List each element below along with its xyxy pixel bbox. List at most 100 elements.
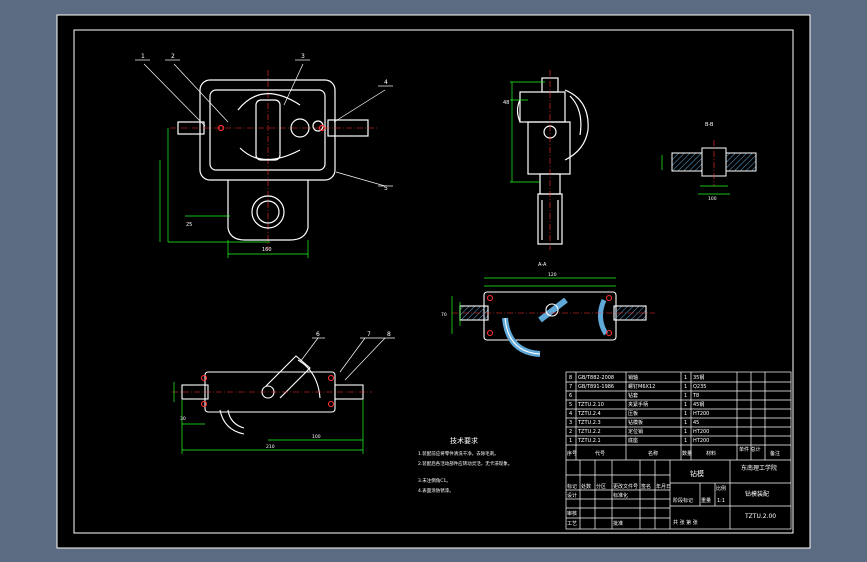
balloon-5: 5 [384,185,388,192]
bom-row-3-mat: 45 [693,420,699,426]
aa-lever [538,297,568,323]
label-check: 审核 [567,510,577,517]
bom-row-5-name: 夹紧手柄 [628,401,648,408]
bom-row-1-name: 底座 [628,437,638,444]
bom-row-8-code: GB/T882-2008 [578,375,614,381]
bom-row-7-qty: 1 [684,384,687,390]
title-block-labels: 标记 处数 分区 更改文件号 签名 年月日 设计 标准化 审核 工艺 批准 阶段… [567,483,726,527]
bom-header-weight: 单件 总计 [739,446,761,453]
bom-row-2-mat: HT200 [693,429,709,435]
bom-header-material: 材料 [706,450,716,457]
balloon-8: 8 [387,331,391,338]
label-zone: 分区 [596,483,606,490]
balloon-6: 6 [316,331,320,338]
section-bb [671,140,757,186]
bom-row-5-code: TZTU.2.10 [577,402,604,408]
company-name: 东南理工学院 [741,464,777,472]
front-body-inner [209,89,326,171]
front-lower-hole [251,195,285,229]
bom-row-8-qty: 1 [684,375,687,381]
bom-header-seq: 序号 [567,450,577,457]
label-std: 标准化 [613,492,628,499]
bom-row-6-no: 6 [569,393,572,399]
bom-row-6-name: 钻套 [628,392,638,399]
product-name: 钻模 [690,469,704,478]
bb-right-hatch [725,152,757,172]
bom-row-5-no: 5 [569,402,572,408]
front-lower-boss [227,180,309,241]
bb-left-hatch [671,152,703,172]
label-count: 处数 [581,483,591,490]
label-design: 设计 [567,492,577,499]
aa-dim-height: 70 [441,312,447,318]
bom-row-3-no: 3 [569,420,572,426]
bottom-view-dimensions [173,382,364,454]
bottom-leaders [299,337,395,381]
front-body-outer [199,79,336,181]
bom-header-name: 名称 [648,450,658,457]
bom-row-1-mat: HT200 [693,438,709,444]
bom-row-4-mat: HT200 [693,411,709,417]
bom-row-2-name: 定位销 [628,428,643,435]
label-sign: 签名 [641,483,651,490]
balloon-2: 2 [171,53,175,60]
section-bb-label: B-B [705,122,714,128]
bom-row-5-qty: 1 [684,402,687,408]
drawing-number: TZTU.2.00 [744,513,776,520]
bottom-dim-left: 30 [180,416,186,422]
bom-row-8-name: 销轴 [628,374,638,381]
bom-row-8-no: 8 [569,375,572,381]
balloon-4: 4 [384,79,388,86]
balloon-3: 3 [301,53,305,60]
bom-row-2-qty: 1 [684,429,687,435]
bom-row-7-name: 螺钉M6X12 [628,383,655,390]
scale-value: 1:1 [717,498,725,504]
bb-dim-width: 100 [708,196,717,202]
bom-row-7-mat: Q235 [693,384,706,390]
bom-row-1-code: TZTU.2.1 [577,438,601,444]
label-mark: 标记 [567,483,577,490]
label-weight: 重量 [701,497,711,504]
label-process: 工艺 [567,521,577,527]
bottom-view [172,355,372,435]
bom-header-note: 备注 [770,450,780,457]
front-dim-bottom: 25 [186,222,192,228]
bom-row-3-qty: 1 [684,420,687,426]
bom-row-3-code: TZTU.2.3 [577,420,601,426]
label-ratio: 比例 [716,485,726,492]
bb-dimensions [661,155,730,195]
bom-row-4-no: 4 [569,411,572,417]
bom-row-4-code: TZTU.2.4 [577,411,601,417]
bom-row-3-name: 钻模板 [628,419,643,426]
label-change: 更改文件号 [613,483,638,490]
section-aa-label: A-A [538,262,547,268]
bottom-dim-mid: 100 [312,434,321,440]
balloon-7: 7 [367,331,371,338]
title-block [565,371,792,530]
bom-row-1-qty: 1 [684,438,687,444]
drawing-name: 钻模装配 [745,490,769,498]
bom-row-2-code: TZTU.2.2 [577,429,601,435]
bom-rows: 8 GB/T882-2008 销轴 1 35钢 7 GB/T891-1986 螺… [569,374,709,444]
drawing-sheet [56,14,811,549]
bom-header: 序号 代号 名称 数量 材料 单件 总计 备注 [567,446,780,457]
balloon-1: 1 [141,53,145,60]
front-dim-bottom-width: 160 [262,247,272,253]
bom-header-qty: 数量 [682,450,692,457]
inner-border [73,29,794,534]
bom-header-code: 代号 [595,450,605,457]
bom-row-4-qty: 1 [684,411,687,417]
label-sheets: 共 张 第 张 [673,519,698,526]
side-view-dimensions [510,81,545,183]
side-view [516,70,589,250]
bom-row-2-no: 2 [569,429,572,435]
bom-row-6-mat: T8 [692,393,699,399]
bottom-lever [265,355,311,399]
bom-row-5-mat: 45钢 [693,401,704,408]
bom-row-7-code: GB/T891-1986 [578,384,614,390]
bom-row-1-no: 1 [569,438,572,444]
label-approve: 批准 [613,520,623,527]
bom-row-6-qty: 1 [684,393,687,399]
aa-dim-width: 120 [548,272,557,278]
